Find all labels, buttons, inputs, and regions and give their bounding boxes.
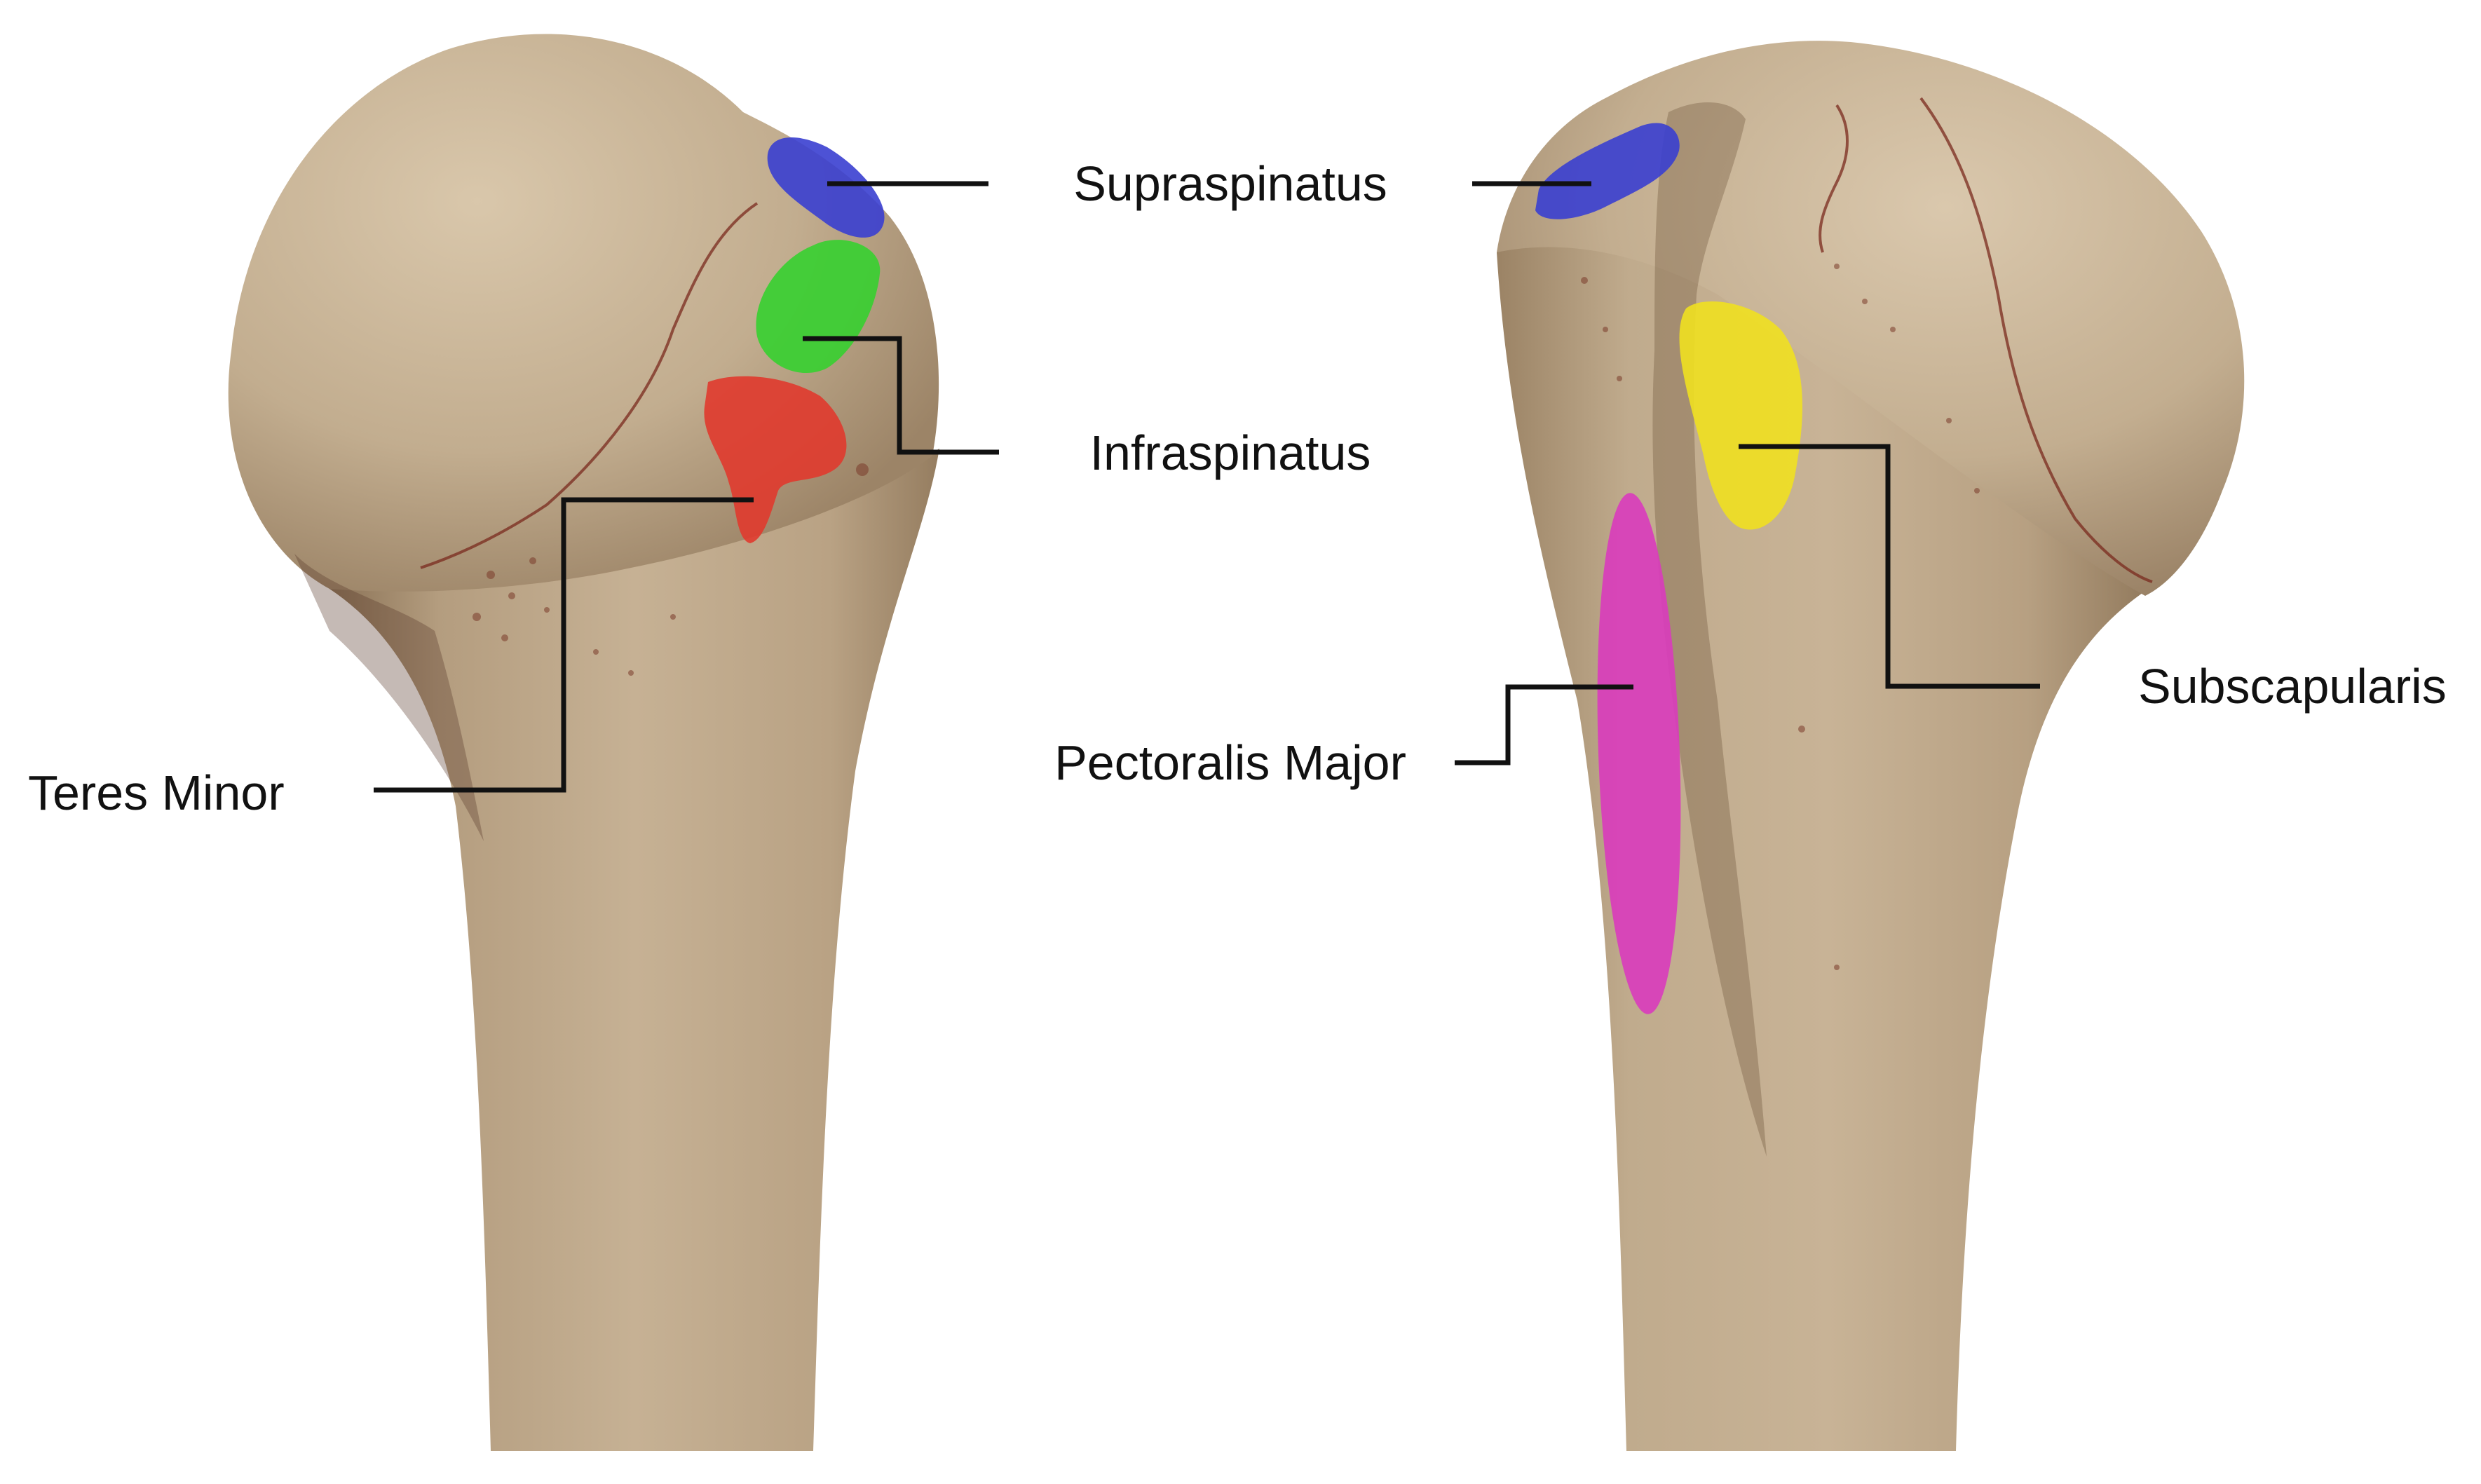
pectoralis-major-region-right — [1597, 493, 1681, 1014]
right-humerus-tubercle-crease — [1819, 104, 1849, 253]
left-humerus-pores — [473, 463, 869, 676]
right-humerus-bone — [1497, 41, 2245, 1452]
right-humerus-crease — [1919, 97, 2153, 583]
pectoralis-major-leader — [1455, 684, 1633, 765]
right-humerus-pores — [1581, 264, 1980, 970]
supraspinatus-region-left — [767, 137, 885, 238]
left-humerus-bone — [228, 34, 939, 1451]
left-humerus-neck-shadow — [294, 554, 484, 841]
left-humerus-shaft — [329, 449, 939, 1451]
label-pectoralis-major: Pectoralis Major — [1054, 735, 1406, 790]
right-humerus-shaft — [1497, 233, 2159, 1452]
label-infraspinatus: Infraspinatus — [1090, 426, 1371, 480]
right-humerus-groove — [1652, 102, 1767, 1157]
label-supraspinatus: Supraspinatus — [1073, 156, 1387, 211]
left-humerus-crease — [420, 202, 759, 569]
subscapularis-leader — [1739, 444, 2040, 689]
right-humerus-head — [1497, 41, 2245, 597]
subscapularis-region-right — [1679, 301, 1803, 530]
infraspinatus-leader — [803, 336, 999, 455]
teres-minor-leader — [374, 497, 754, 793]
label-teres-minor: Teres Minor — [28, 765, 285, 820]
supraspinatus-region-right — [1535, 123, 1680, 219]
label-subscapularis: Subscapularis — [2138, 659, 2447, 714]
